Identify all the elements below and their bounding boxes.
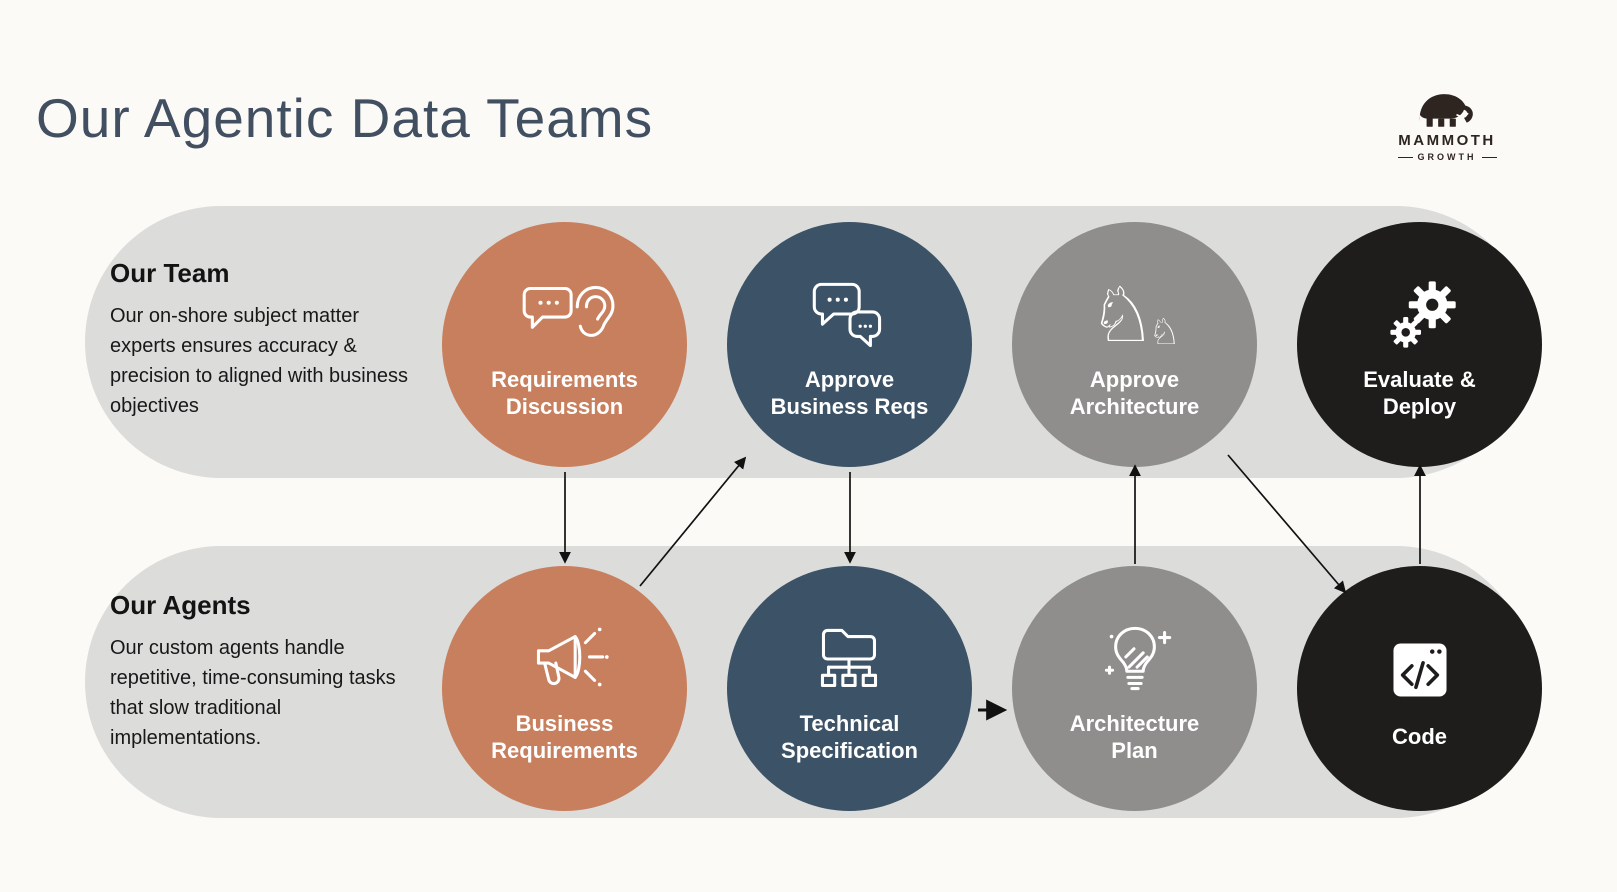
agents-copy: Our Agents Our custom agents handle repe… bbox=[110, 590, 428, 753]
node-architecture-plan: Architecture Plan bbox=[1012, 566, 1257, 811]
technical-specification-icon bbox=[799, 613, 901, 705]
node-label: Approve Business Reqs bbox=[770, 366, 929, 420]
team-copy: Our Team Our on-shore subject matter exp… bbox=[110, 258, 428, 421]
logo-dash-left bbox=[1397, 156, 1413, 158]
node-approve-architecture: ♘♘ Approve Architecture bbox=[1012, 222, 1257, 467]
mammoth-icon bbox=[1419, 94, 1473, 127]
node-label: Requirements Discussion bbox=[491, 366, 638, 420]
node-business-requirements: Business Requirements bbox=[442, 566, 687, 811]
node-label: Approve Architecture bbox=[1069, 366, 1200, 420]
agents-description: Our custom agents handle repetitive, tim… bbox=[110, 637, 396, 749]
logo-sub-text: GROWTH bbox=[1417, 152, 1477, 162]
team-heading: Our Team bbox=[110, 258, 230, 288]
requirements-discussion-icon bbox=[514, 269, 616, 361]
agents-heading: Our Agents bbox=[110, 590, 251, 620]
code-icon bbox=[1369, 626, 1471, 718]
node-label: Code bbox=[1392, 724, 1447, 750]
node-technical-specification: Technical Specification bbox=[727, 566, 972, 811]
logo-sub: GROWTH bbox=[1397, 152, 1497, 162]
approve-business-reqs-icon bbox=[799, 269, 901, 361]
logo: MAMMOTH GROWTH bbox=[1392, 80, 1502, 162]
business-requirements-icon bbox=[514, 613, 616, 705]
node-approve-business-reqs: Approve Business Reqs bbox=[727, 222, 972, 467]
node-label: Architecture Plan bbox=[1069, 710, 1200, 764]
node-requirements-discussion: Requirements Discussion bbox=[442, 222, 687, 467]
node-evaluate-deploy: Evaluate & Deploy bbox=[1297, 222, 1542, 467]
evaluate-deploy-icon bbox=[1369, 269, 1471, 361]
node-label: Evaluate & Deploy bbox=[1363, 366, 1476, 420]
logo-brand-text: MAMMOTH bbox=[1398, 132, 1496, 149]
chess-knight-icon: ♘♘ bbox=[1088, 269, 1181, 359]
node-label: Business Requirements bbox=[491, 710, 638, 764]
architecture-plan-icon bbox=[1084, 613, 1186, 705]
node-code: Code bbox=[1297, 566, 1542, 811]
team-description: Our on-shore subject matter experts ensu… bbox=[110, 305, 408, 417]
logo-dash-right bbox=[1481, 156, 1497, 158]
approve-architecture-icon: ♘♘ bbox=[1088, 269, 1180, 361]
page-title: Our Agentic Data Teams bbox=[36, 87, 654, 149]
node-label: Technical Specification bbox=[781, 710, 918, 764]
